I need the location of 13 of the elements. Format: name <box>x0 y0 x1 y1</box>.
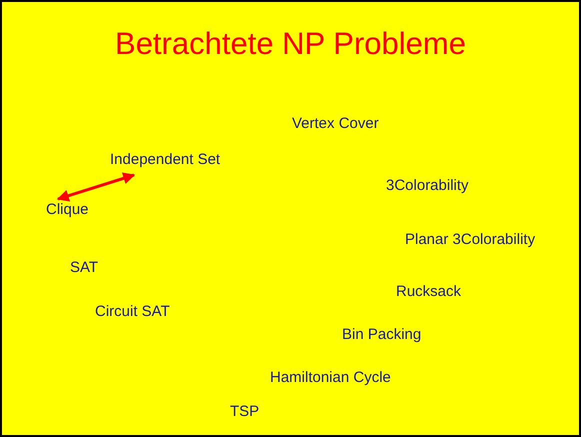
problem-label: TSP <box>230 404 260 419</box>
problem-label: SAT <box>70 260 98 275</box>
problem-label: Rucksack <box>396 284 462 299</box>
problem-label: Clique <box>46 202 89 217</box>
problem-label: Hamiltonian Cycle <box>270 370 391 385</box>
double-arrow <box>56 172 136 202</box>
title: Betrachtete NP Probleme <box>114 28 467 59</box>
problem-label: Bin Packing <box>342 327 422 342</box>
problem-label: Planar 3Colorability <box>405 232 536 247</box>
problem-label: Circuit SAT <box>95 304 170 319</box>
problem-label: 3Colorability <box>386 178 469 193</box>
problem-label: Vertex Cover <box>292 116 379 131</box>
problem-label: Independent Set <box>110 152 220 167</box>
